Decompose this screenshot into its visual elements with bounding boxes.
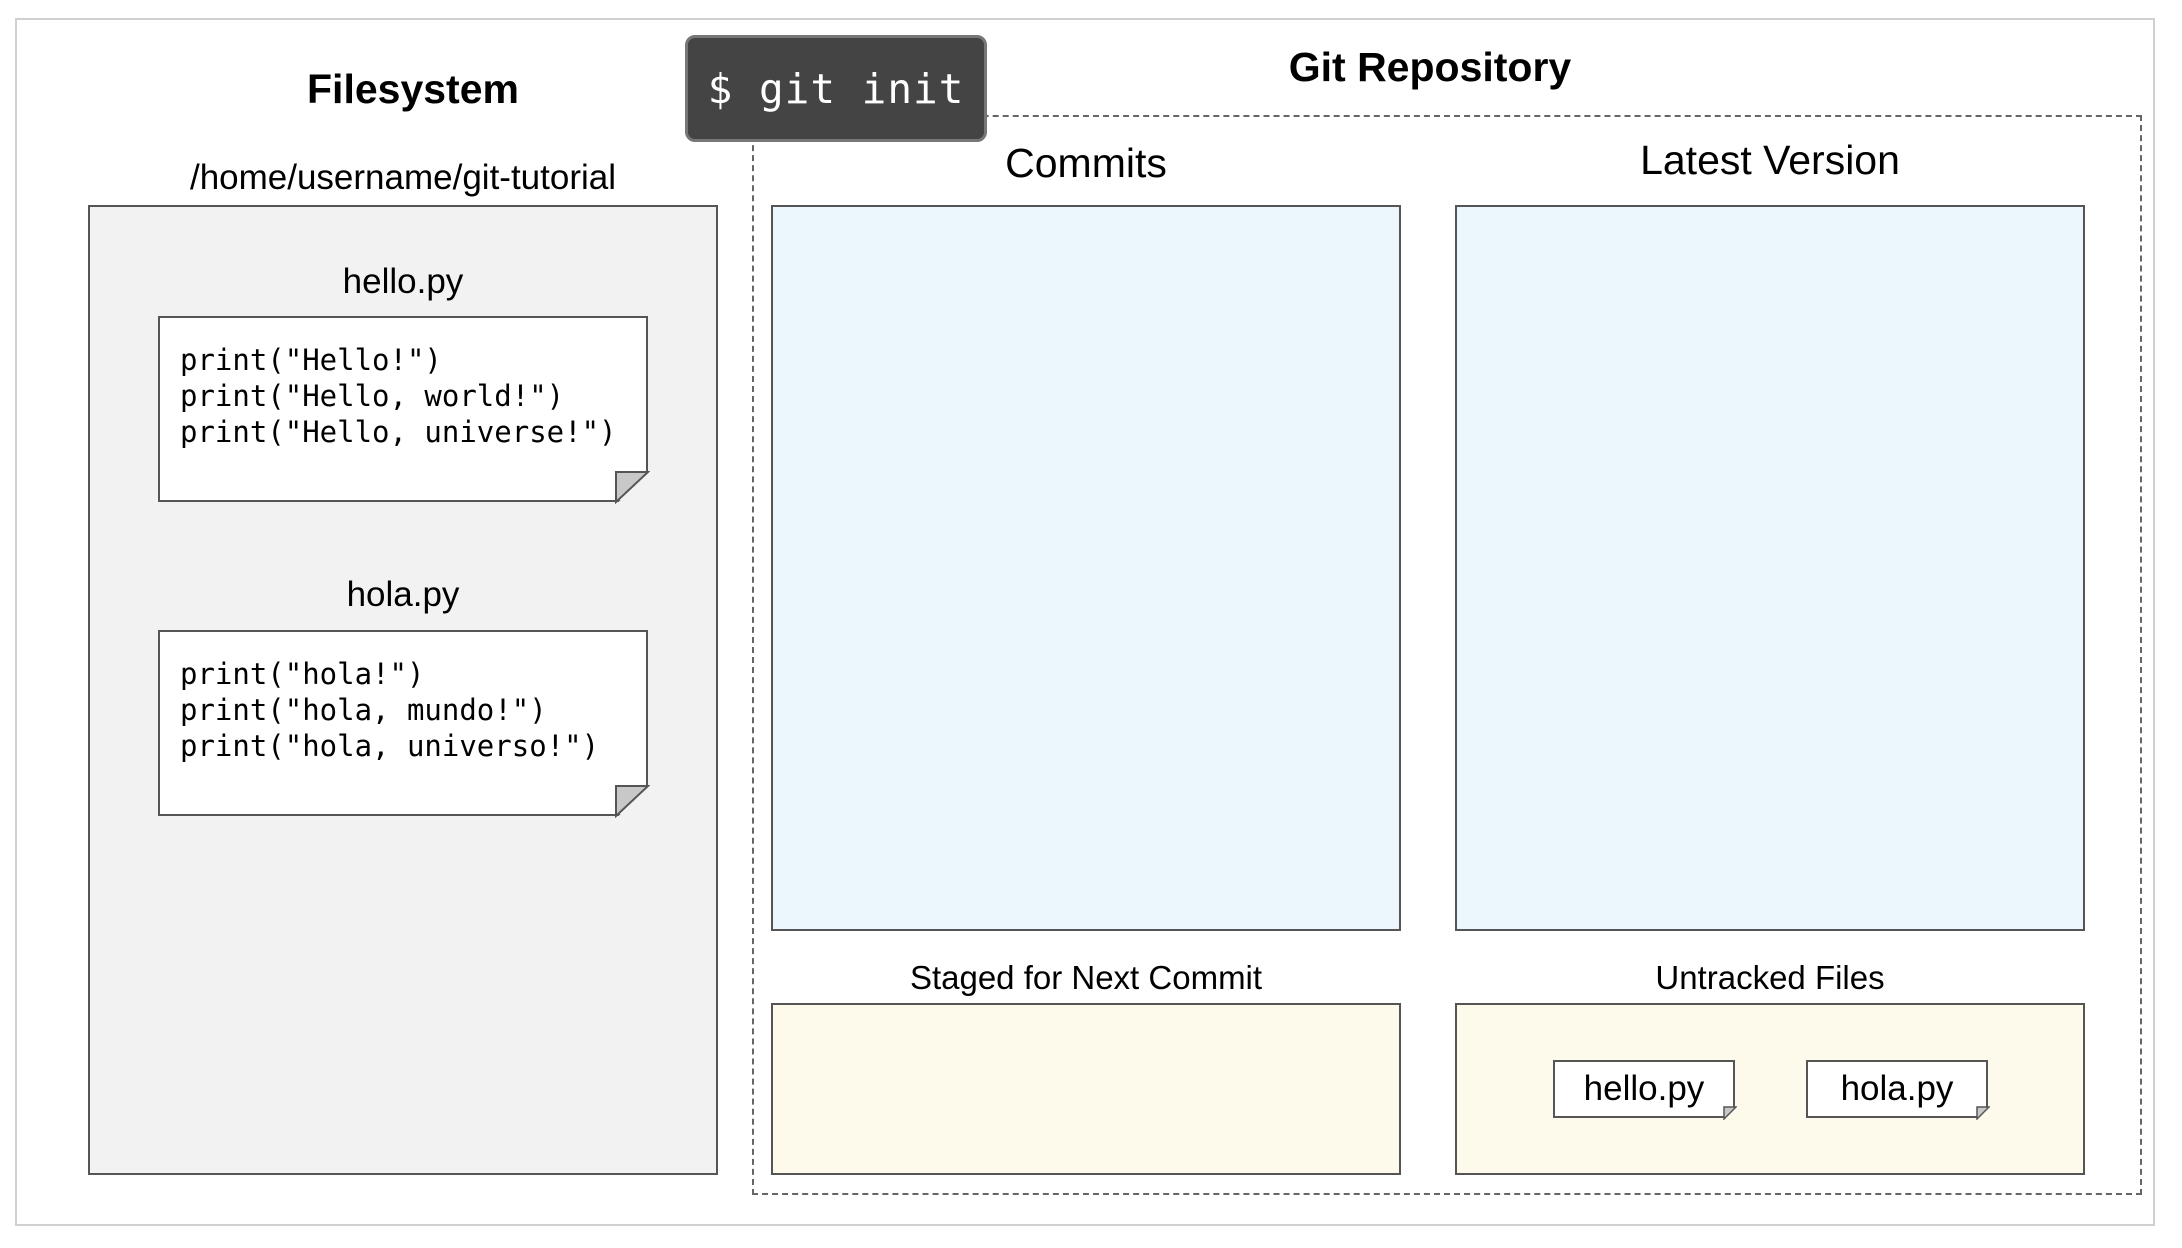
code-line: print("Hello, universe!") xyxy=(180,415,617,449)
filesystem-title: Filesystem xyxy=(307,66,519,112)
repository-panel xyxy=(752,115,2142,1195)
file-card-hello: print("Hello!") print("Hello, world!") p… xyxy=(158,316,648,502)
code-line: print("hola, mundo!") xyxy=(180,693,547,727)
code-line: print("Hello, world!") xyxy=(180,379,565,413)
commits-label: Commits xyxy=(1005,140,1167,186)
code-line: print("Hello!") xyxy=(180,343,442,377)
file-name-hello: hello.py xyxy=(342,262,464,301)
page-fold-icon xyxy=(615,471,650,504)
git-command-badge: $ git init xyxy=(685,35,987,142)
code-line: print("hola, universo!") xyxy=(180,729,600,763)
staging-area xyxy=(771,1003,1401,1175)
file-name-hola: hola.py xyxy=(346,575,460,614)
latest-version-label: Latest Version xyxy=(1640,137,1900,183)
code-line: print("hola!") xyxy=(180,657,425,691)
repository-title: Git Repository xyxy=(1288,44,1572,90)
file-card-hola: print("hola!") print("hola, mundo!") pri… xyxy=(158,630,648,816)
untracked-file-hello: hello.py xyxy=(1553,1060,1735,1118)
staged-label: Staged for Next Commit xyxy=(909,959,1263,996)
untracked-file-hola: hola.py xyxy=(1806,1060,1988,1118)
latest-version-area xyxy=(1455,205,2085,931)
untracked-area xyxy=(1455,1003,2085,1175)
filesystem-path: /home/username/git-tutorial xyxy=(189,158,617,197)
page-fold-icon xyxy=(1723,1106,1737,1120)
commits-area xyxy=(771,205,1401,931)
untracked-label: Untracked Files xyxy=(1655,959,1885,996)
page-fold-icon xyxy=(1976,1106,1990,1120)
page-fold-icon xyxy=(615,785,650,818)
